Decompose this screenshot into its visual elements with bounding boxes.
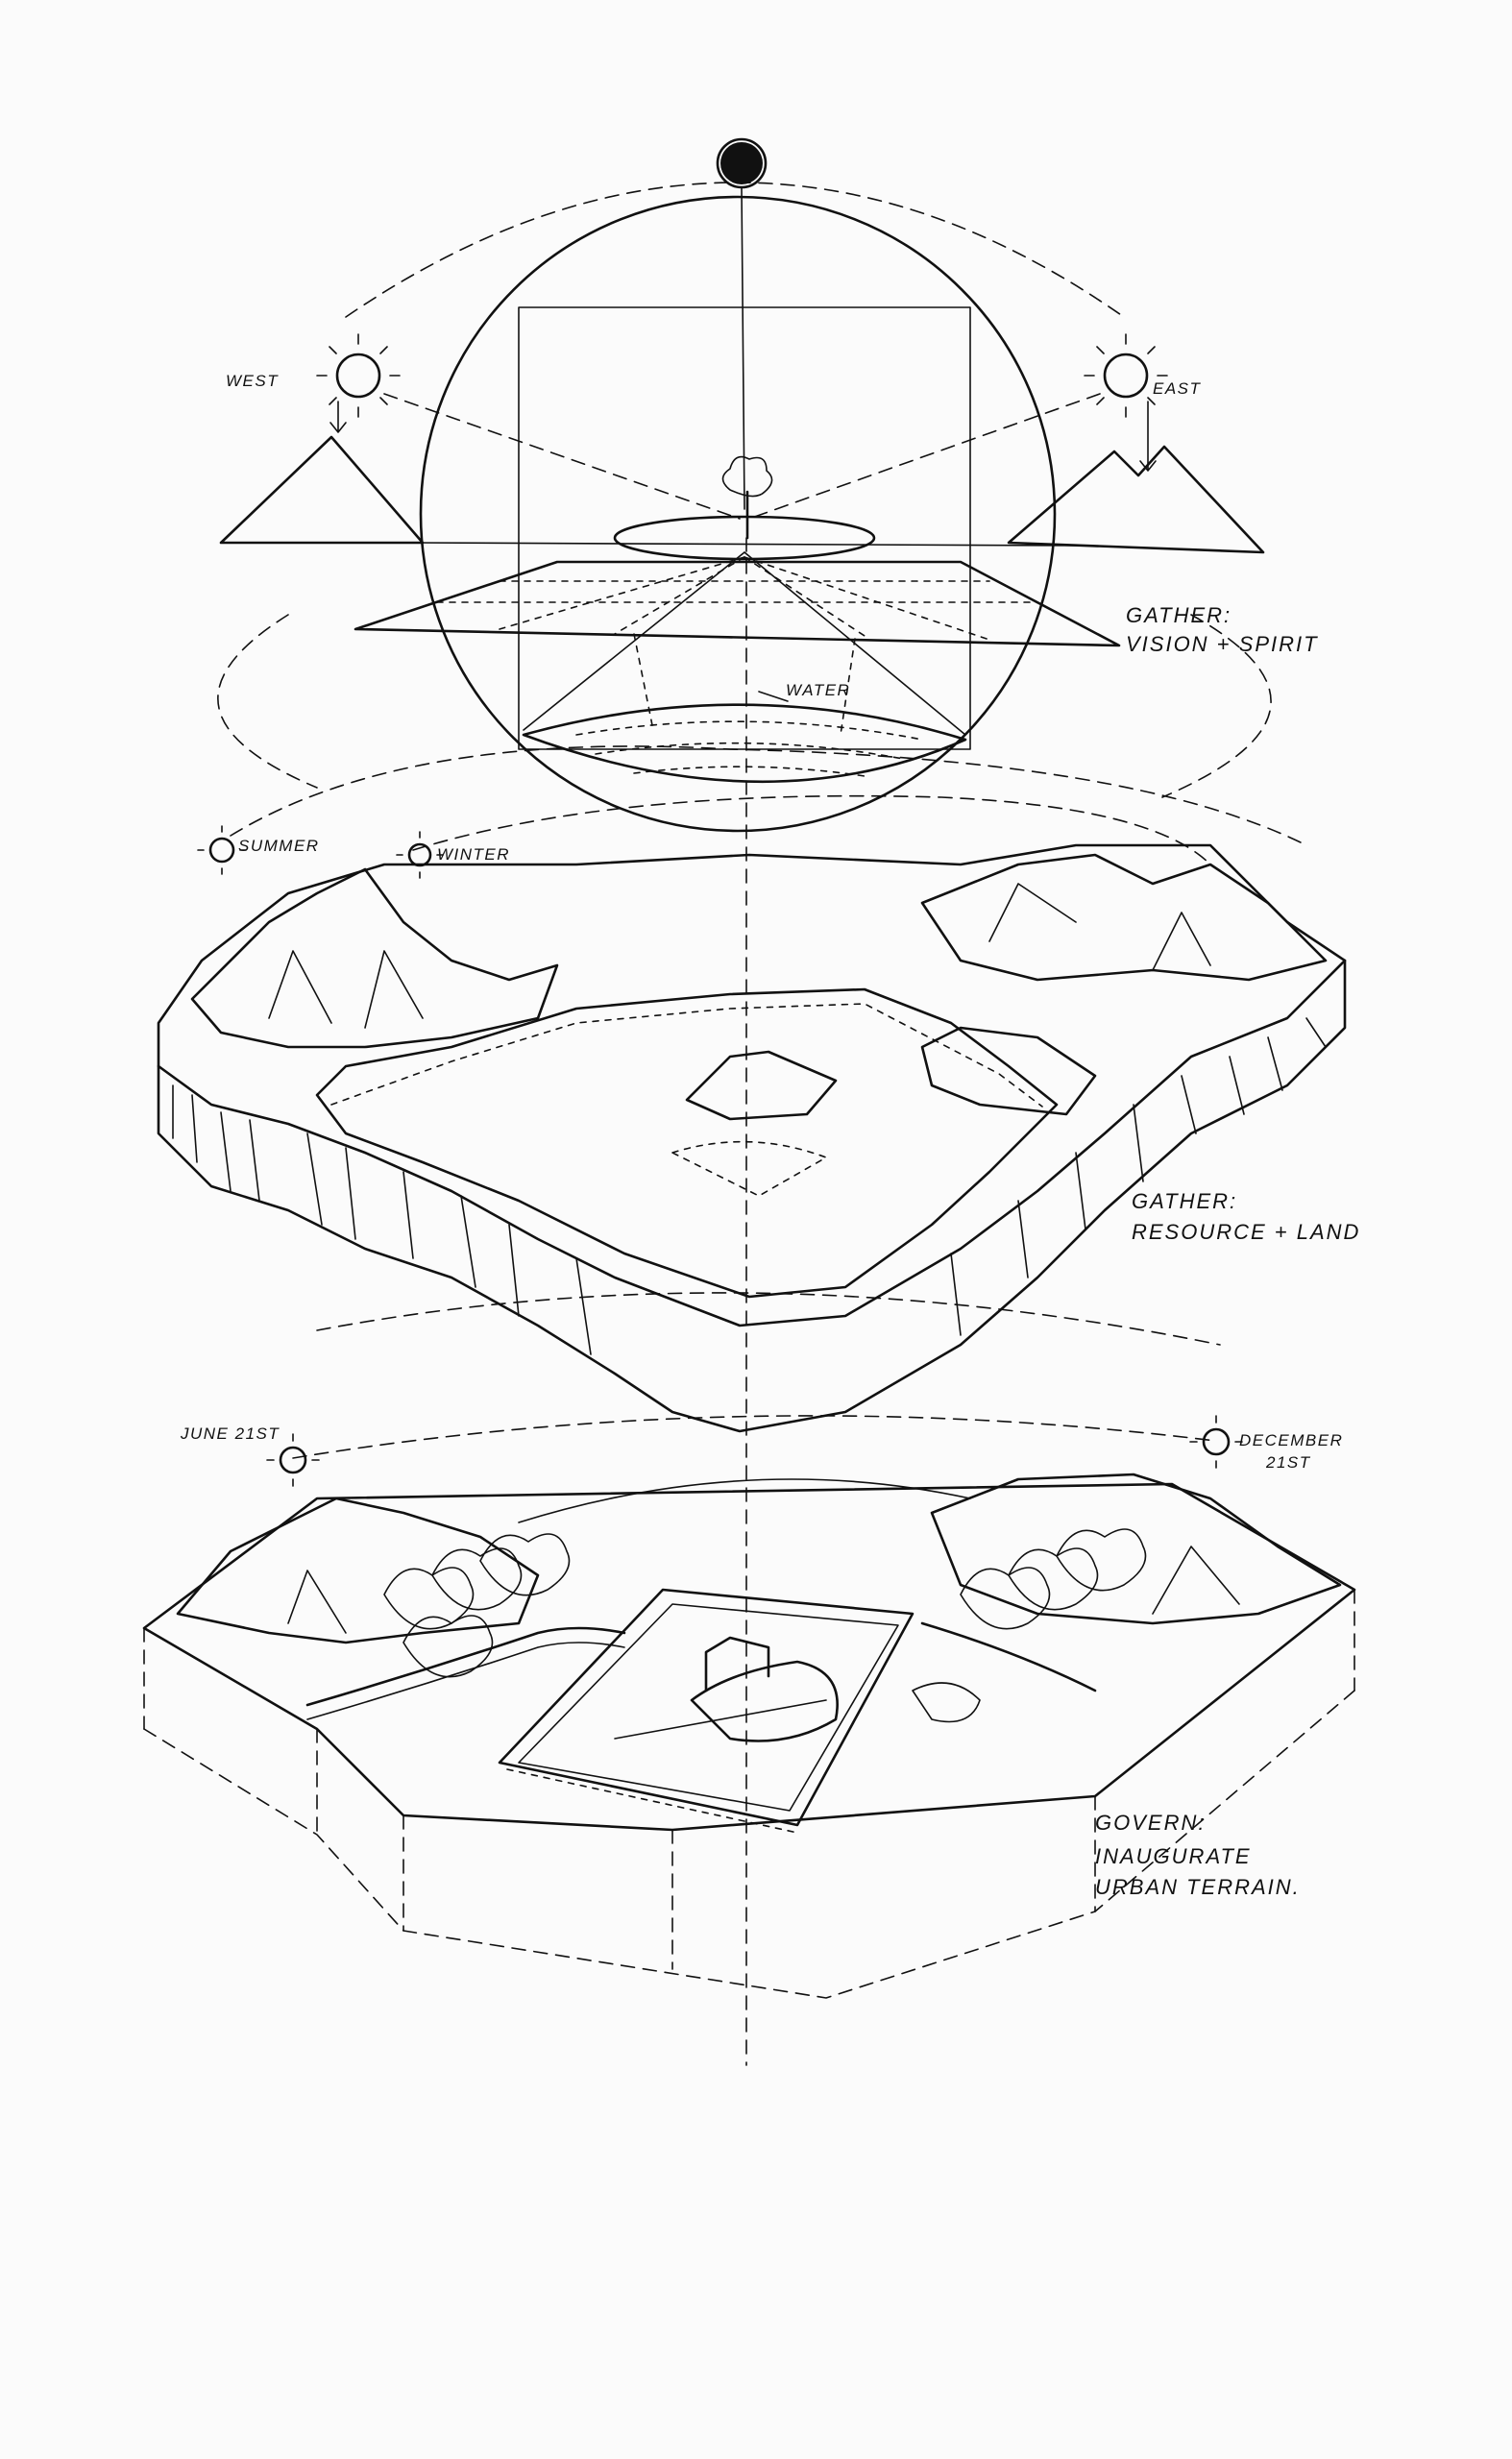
east-channel bbox=[920, 1621, 1097, 1692]
land-slab-top bbox=[157, 843, 1347, 1327]
sun-icon bbox=[266, 1433, 320, 1487]
vision-plane bbox=[354, 560, 1121, 647]
label-vision-spirit: VISION + SPIRIT bbox=[1126, 632, 1319, 656]
east-ray bbox=[748, 393, 1101, 520]
west-channel-edge bbox=[306, 1642, 625, 1720]
tier-vision-spirit: WEST EAST WATER GATHER: VISION + SPIRIT bbox=[217, 137, 1319, 2066]
season-arc-outer bbox=[230, 745, 1307, 846]
land-slab-face bbox=[157, 959, 1347, 1433]
central-structure bbox=[704, 1636, 770, 1692]
central-mound bbox=[690, 1660, 839, 1742]
label-december: DECEMBER bbox=[1239, 1431, 1343, 1449]
tier-link-lower bbox=[316, 1292, 1221, 1346]
west-channel bbox=[305, 1626, 626, 1707]
east-mound bbox=[920, 1026, 1097, 1116]
east-mountain bbox=[1007, 445, 1265, 554]
basin-stipple bbox=[330, 1003, 1043, 1108]
vision-pyramid bbox=[523, 551, 966, 736]
east-orchard bbox=[960, 1528, 1147, 1630]
precinct-stipple bbox=[506, 1768, 798, 1834]
vision-dais bbox=[613, 515, 876, 561]
west-mountain bbox=[219, 435, 425, 545]
cosmic-square bbox=[518, 306, 971, 750]
sun-icon bbox=[316, 333, 401, 418]
west-hills-facet bbox=[287, 1570, 347, 1634]
west-ray bbox=[383, 393, 741, 520]
east-hills bbox=[930, 1473, 1342, 1625]
label-resource-land: RESOURCE + LAND bbox=[1132, 1220, 1360, 1244]
center-hill-shadow bbox=[671, 1140, 827, 1197]
label-december-day: 21ST bbox=[1265, 1453, 1311, 1472]
tier-link-arcs bbox=[217, 614, 1272, 798]
label-gather-vision: GATHER: bbox=[1126, 603, 1232, 627]
east-hills-facet bbox=[1152, 1546, 1240, 1615]
tree-icon bbox=[721, 455, 773, 540]
cosmic-circle bbox=[419, 195, 1057, 833]
label-west: WEST bbox=[226, 372, 279, 390]
urban-slab-sides bbox=[143, 1589, 1355, 1999]
east-mound-small bbox=[912, 1682, 981, 1723]
label-summer: SUMMER bbox=[238, 837, 320, 855]
solstice-arc bbox=[292, 1415, 1216, 1459]
land-strata bbox=[172, 1017, 1327, 1355]
east-ridge bbox=[920, 853, 1328, 982]
east-arrow bbox=[1139, 401, 1157, 472]
label-urban-terrain: URBAN TERRAIN. bbox=[1095, 1875, 1301, 1899]
sun-icon bbox=[1084, 333, 1168, 418]
urban-precinct-inner bbox=[518, 1603, 899, 1812]
horizon-line bbox=[412, 542, 1077, 547]
center-hill bbox=[685, 1050, 838, 1121]
tier-resource-land: SUMMER WINTER GATHER: RESOURCE + LAND bbox=[157, 745, 1360, 1433]
moon-axis bbox=[741, 186, 745, 510]
label-winter: WINTER bbox=[437, 845, 510, 864]
label-inaugurate: INAUGURATE bbox=[1095, 1844, 1252, 1868]
approach-path bbox=[614, 1699, 827, 1740]
label-east: EAST bbox=[1153, 379, 1202, 398]
water-pool bbox=[522, 703, 967, 784]
label-water: WATER bbox=[786, 681, 850, 699]
west-orchard bbox=[383, 1533, 571, 1678]
urban-slab-top bbox=[142, 1482, 1356, 1832]
label-govern: GOVERN: bbox=[1095, 1811, 1206, 1835]
sun-icon bbox=[1189, 1415, 1243, 1469]
moon-icon bbox=[720, 142, 763, 184]
water-texture bbox=[575, 720, 923, 777]
solstice-arc-solid bbox=[518, 1478, 971, 1523]
resource-basin bbox=[315, 987, 1059, 1299]
vision-grid bbox=[436, 556, 1038, 641]
sun-icon bbox=[396, 831, 444, 879]
tier-urban-terrain: JUNE 21ST DECEMBER 21ST GOVERN: INAUGURA… bbox=[142, 1415, 1356, 1999]
sky-arc bbox=[345, 182, 1125, 318]
east-ridge-facets bbox=[988, 883, 1211, 971]
urban-precinct bbox=[498, 1588, 915, 1827]
west-ridge-facets bbox=[268, 950, 424, 1029]
sun-icon bbox=[197, 825, 247, 875]
season-arc-inner bbox=[412, 794, 1211, 865]
label-gather-resource: GATHER: bbox=[1132, 1189, 1237, 1213]
west-ridge bbox=[190, 867, 559, 1049]
water-pointer bbox=[758, 691, 789, 702]
west-arrow bbox=[329, 401, 347, 433]
west-hills bbox=[176, 1497, 540, 1644]
label-june: JUNE 21ST bbox=[180, 1424, 280, 1443]
